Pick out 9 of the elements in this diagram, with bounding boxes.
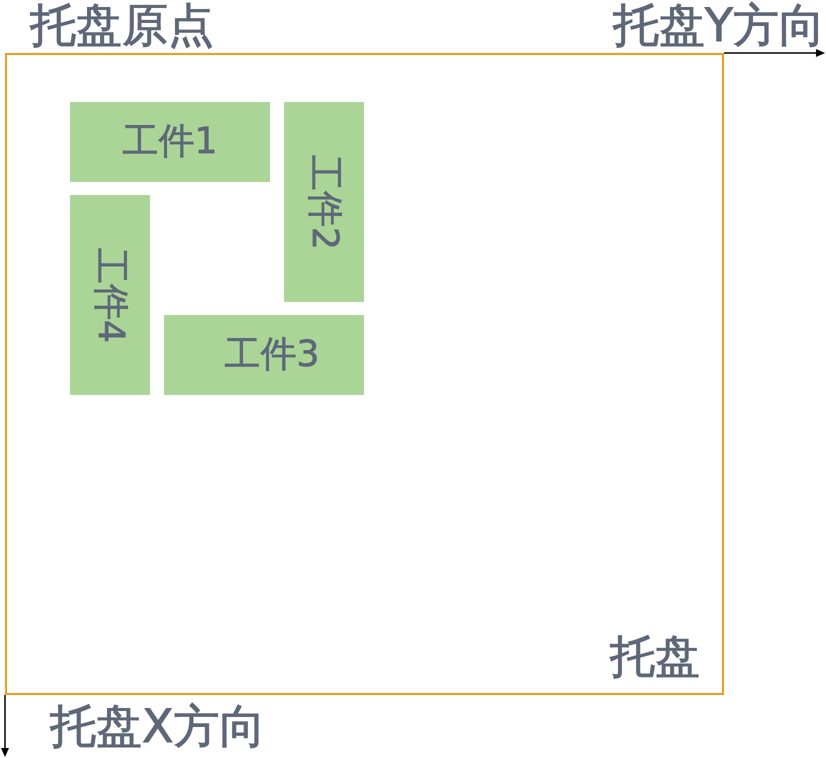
origin-label: 托盘原点 (30, 0, 214, 51)
workpiece-box: 工件2 (284, 102, 364, 302)
axis-label: 托盘Y方向 (612, 0, 825, 51)
workpiece-box: 工件4 (70, 195, 150, 395)
workpiece-box: 工件1 (70, 102, 270, 182)
axis-label: 托盘X方向 (50, 701, 266, 752)
pallet-box (5, 53, 724, 695)
pallet-label: 托盘 (610, 632, 700, 681)
workpiece-box: 工件3 (164, 315, 364, 395)
